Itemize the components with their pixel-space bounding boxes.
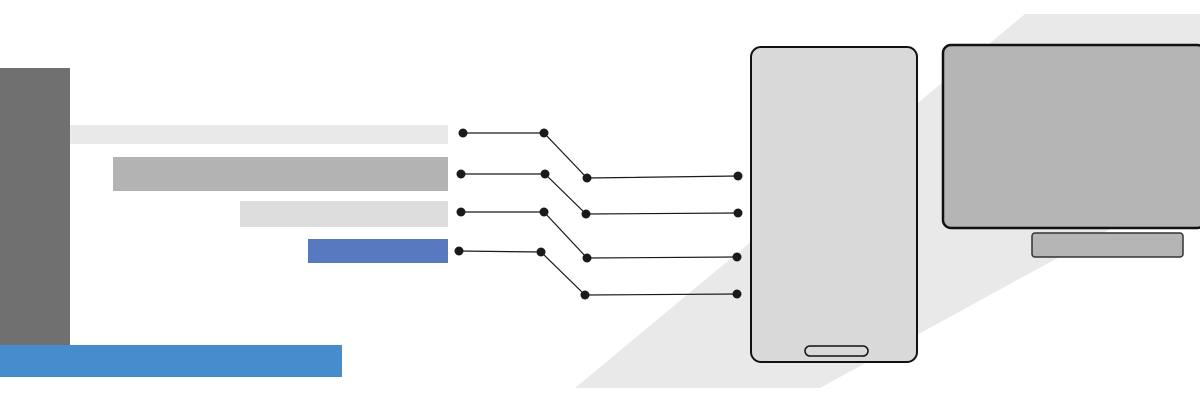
- output-node: [733, 208, 743, 218]
- bend-node: [580, 290, 590, 300]
- wire-1: [463, 132, 739, 179]
- bend-node: [582, 173, 592, 183]
- desktop-monitor-icon: [941, 43, 1200, 258]
- bend-node: [582, 253, 592, 263]
- source-bar-2: [113, 157, 448, 191]
- monitor-stand: [1031, 232, 1184, 258]
- source-bar-1: [70, 125, 448, 144]
- bend-node: [536, 247, 546, 257]
- phone-home-button: [804, 345, 869, 357]
- wire-2: [461, 173, 739, 215]
- bottom-bar: [0, 345, 342, 377]
- bend-node: [581, 209, 591, 219]
- node-group: [454, 128, 743, 300]
- source-bar-3: [240, 201, 448, 227]
- input-node: [456, 169, 466, 179]
- output-node: [732, 289, 742, 299]
- input-node: [458, 128, 468, 138]
- source-bar-4: [308, 239, 448, 263]
- wire-group: [458, 132, 739, 296]
- bend-node: [539, 128, 549, 138]
- wire-3: [461, 211, 738, 259]
- input-node: [456, 207, 466, 217]
- smartphone-icon: [750, 46, 918, 363]
- phone-body: [750, 46, 918, 363]
- input-node: [454, 246, 464, 256]
- output-node: [732, 252, 742, 262]
- monitor-screen: [941, 43, 1200, 230]
- side-panel: [0, 68, 70, 348]
- output-node: [733, 171, 743, 181]
- bend-node: [540, 169, 550, 179]
- bend-node: [539, 207, 549, 217]
- wire-4: [458, 250, 738, 296]
